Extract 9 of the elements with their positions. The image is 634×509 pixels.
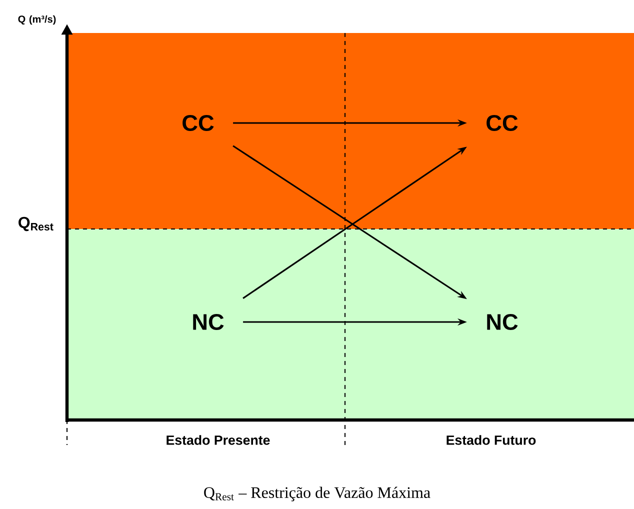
- state-label: CC: [486, 114, 518, 132]
- axis-category-label: Estado Presente: [166, 435, 270, 445]
- state-label: NC: [193, 314, 224, 330]
- caption: Q$_{Rest}$ – Restrição de Vazão Máxima: [204, 486, 430, 502]
- threshold-label: Q$_{Rest}$: [18, 216, 54, 232]
- axis-category-label: Estado Futuro: [446, 435, 536, 445]
- axis-label: Q (m³/s): [18, 15, 56, 25]
- state-label: NC: [487, 314, 518, 330]
- state-label: CC: [182, 114, 214, 132]
